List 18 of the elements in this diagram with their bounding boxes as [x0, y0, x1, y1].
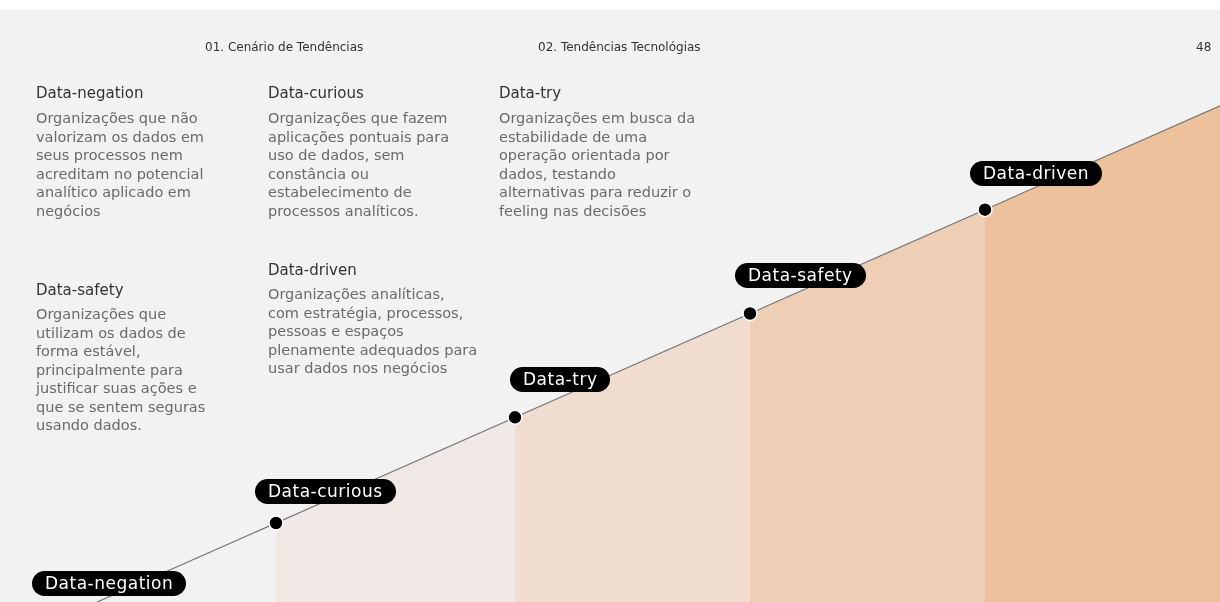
- stage-heading: Data-curious: [268, 84, 365, 102]
- stage-label: Data-try: [510, 367, 611, 392]
- stage-label: Data-curious: [255, 479, 396, 504]
- stage-label: Data-safety: [735, 263, 866, 288]
- stage-heading: Data-safety: [36, 281, 125, 299]
- stage-heading: Data-try: [499, 84, 563, 102]
- stage-label: Data-negation: [32, 571, 187, 596]
- page-number: 48: [1196, 40, 1212, 54]
- section-heading: 01. Cenário de Tendências: [205, 40, 364, 54]
- stage-heading: Data-negation: [36, 84, 145, 102]
- stage-description: Organizações que não valorizam os dados em seus processos nem acreditam no potencial analítico aplicado em negócios: [36, 109, 205, 220]
- section-heading: 02. Tendências Tecnológias: [538, 40, 701, 54]
- stage-description: Organizações que fazem aplicações pontuais para uso de dados, sem constância ou estabelecimento de processos analíticos.: [268, 109, 451, 220]
- stage-description: Organizações em busca da estabilidade de uma operação orientada por dados, testando alternativas para reduzir o feeling nas decisões: [499, 109, 696, 220]
- stage-label: Data-driven: [970, 161, 1103, 186]
- stage-heading: Data-driven: [268, 261, 358, 279]
- stage-description: Organizações analíticas, com estratégia, processos, pessoas e espaços plenamente adequados para usar dados nos negócios: [268, 285, 478, 378]
- stage-description: Organizações que utilizam os dados de forma estável, principalmente para justificar suas ações e que se sentem seguras usando dados.: [36, 305, 207, 435]
